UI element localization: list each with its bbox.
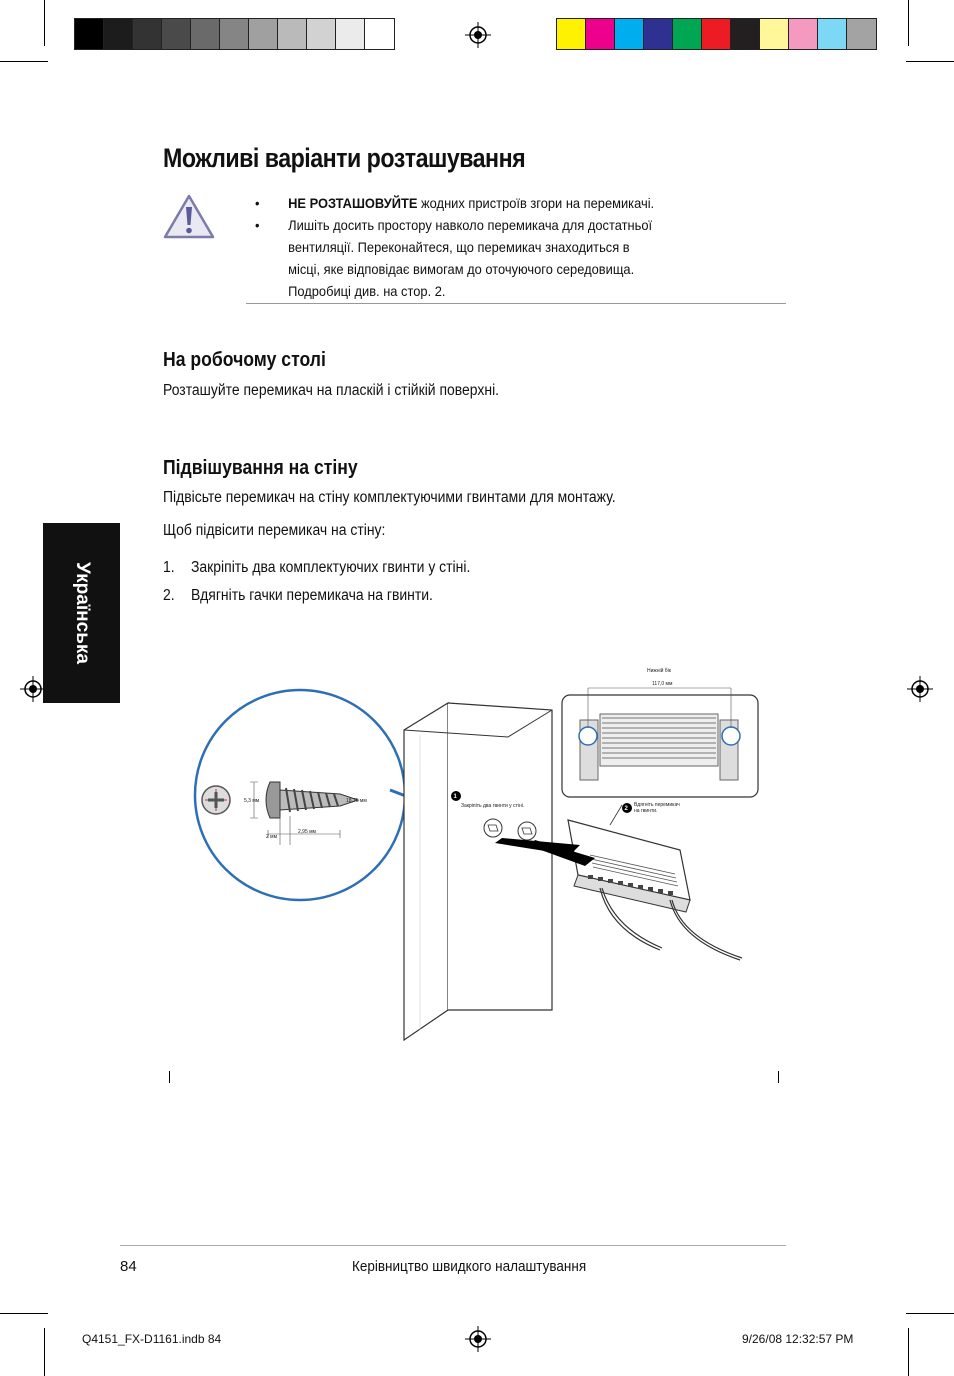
screw-detail-callout: 5,3 мм 18,75 мм 2,95 мм 2 мм (193, 688, 407, 902)
crop-mark (0, 1313, 48, 1314)
registration-mark-icon (465, 1326, 491, 1352)
desk-heading: На робочому столі (163, 349, 326, 371)
crop-mark (908, 0, 909, 46)
mount-arrow-icon (530, 840, 595, 866)
bullet: • (255, 195, 260, 211)
warning-notice: • НЕ РОЗТАШОВУЙТЕ жодних пристроїв згори… (255, 192, 660, 302)
color-swatch (731, 19, 760, 49)
bullet: • (255, 217, 260, 233)
step-text: Вдягніть гачки перемикача на гвинти. (191, 587, 433, 604)
wall-text-1: Підвісьте перемикач на стіну комплектуюч… (163, 489, 616, 506)
crop-mark (44, 1328, 45, 1376)
mount-width-dimension: 117,0 мм (652, 681, 673, 687)
color-swatch (249, 19, 278, 49)
crop-mark (908, 1328, 909, 1376)
color-swatch (133, 19, 162, 49)
warning-triangle-icon (163, 194, 215, 239)
step-1-badge (451, 791, 461, 801)
color-swatch (644, 19, 673, 49)
wall-heading: Підвішування на стіну (163, 457, 358, 479)
switch-underside-view: Нижній бік 117,0 мм (561, 667, 759, 798)
color-swatch (847, 19, 876, 49)
language-side-tab: Українська (43, 523, 120, 703)
color-swatch (307, 19, 336, 49)
step-text: Закріпіть два комплектуючих гвинти у сті… (191, 559, 471, 576)
wall-panel (403, 701, 553, 1042)
color-swatch (615, 19, 644, 49)
color-swatch (702, 19, 731, 49)
warning-emphasis: НЕ РОЗТАШОВУЙТЕ (288, 195, 418, 211)
crop-mark (0, 61, 48, 62)
registration-mark-icon (465, 22, 491, 48)
step-2-number: 2 (625, 806, 629, 812)
footer-divider (120, 1245, 786, 1246)
wall-text-2: Щоб підвісити перемикач на стіну: (163, 522, 386, 539)
crop-mark (906, 1313, 954, 1314)
warning-item-2: Лишіть досить простору навколо перемикач… (288, 217, 653, 299)
wall-mount-illustration: 5,3 мм 18,75 мм 2,95 мм 2 мм 1 Закріпіть… (193, 667, 759, 1042)
warning-divider (246, 303, 786, 304)
step-2-label-line-1: Вдягніть перемикач (634, 802, 680, 808)
switch-device (567, 804, 743, 961)
page-title: Можливі варіанти розташування (163, 143, 526, 173)
step-2-label-line-2: на гвинти. (634, 808, 657, 814)
page-number: 84 (120, 1258, 137, 1275)
color-swatch (191, 19, 220, 49)
process-color-bar (556, 18, 877, 50)
screw-head-dimension: 5,3 мм (244, 798, 260, 804)
color-swatch (104, 19, 133, 49)
screw-thread-dimension: 2,95 мм (298, 829, 317, 835)
color-swatch (673, 19, 702, 49)
color-swatch (220, 19, 249, 49)
color-swatch (278, 19, 307, 49)
screw-shank-dimension: 2 мм (266, 834, 278, 840)
bottom-side-label: Нижній бік (647, 667, 672, 674)
color-swatch (760, 19, 789, 49)
color-swatch (162, 19, 191, 49)
color-swatch (818, 19, 847, 49)
step-number: 1. (163, 559, 175, 576)
wall-screw-icon (517, 821, 537, 841)
crop-mark (778, 1071, 779, 1083)
registration-mark-icon (907, 676, 933, 702)
step-1-label: Закріпіть два гвинти у стіні. (461, 803, 524, 809)
footer-title: Керівництво швидкого налаштування (352, 1258, 587, 1275)
slug-datetime: 9/26/08 12:32:57 PM (742, 1332, 854, 1346)
wall-screw-icon (483, 818, 503, 838)
desk-text: Розташуйте перемикач на пласкій і стійкі… (163, 382, 500, 399)
crop-mark (44, 0, 45, 46)
step-2-badge (622, 803, 632, 813)
step-1-number: 1 (454, 794, 458, 800)
slug-file: Q4151_FX-D1161.indb 84 (82, 1332, 222, 1346)
screw-length-dimension: 18,75 мм (346, 798, 367, 804)
color-swatch (789, 19, 818, 49)
color-swatch (586, 19, 615, 49)
color-swatch (365, 19, 394, 49)
crop-mark (169, 1071, 170, 1083)
grayscale-color-bar (74, 18, 395, 50)
step-number: 2. (163, 587, 175, 604)
color-swatch (336, 19, 365, 49)
crop-mark (906, 61, 954, 62)
color-swatch (75, 19, 104, 49)
warning-item-1: жодних пристроїв згори на перемикачі. (417, 195, 655, 211)
color-swatch (557, 19, 586, 49)
language-label: Українська (71, 562, 93, 664)
registration-mark-icon (20, 676, 46, 702)
